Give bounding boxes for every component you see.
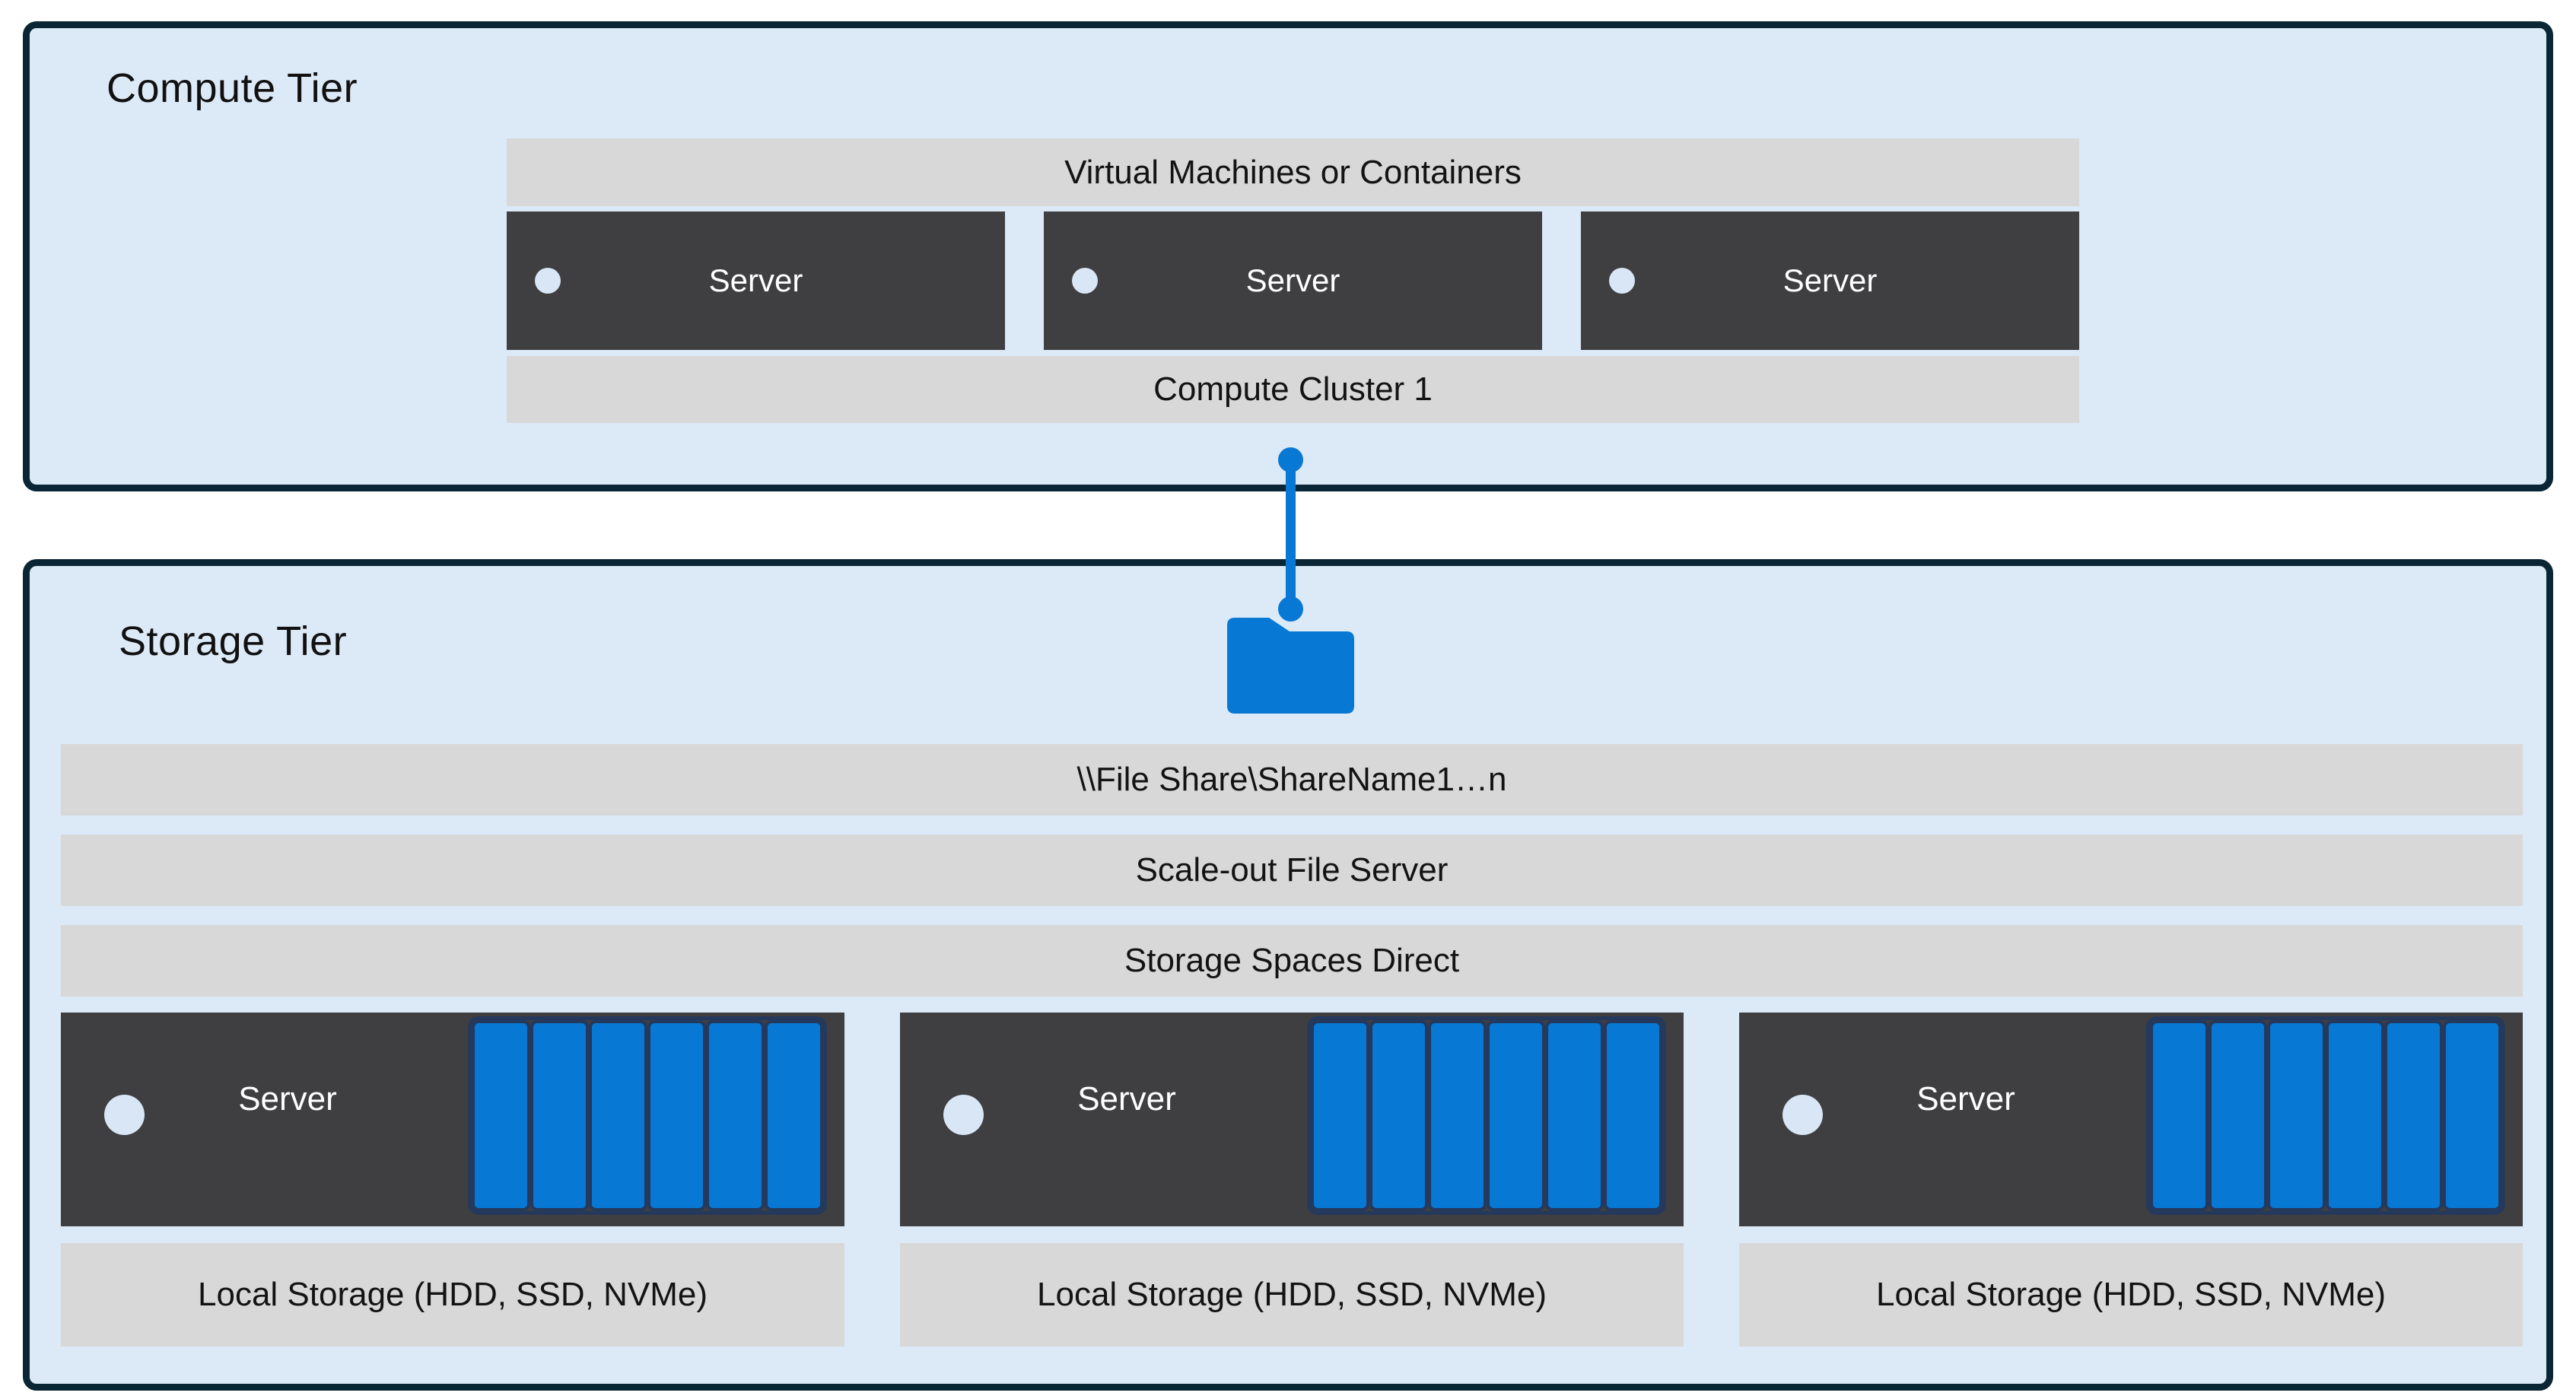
- server-label: Server: [1245, 262, 1340, 298]
- server-label: Server: [1916, 1080, 2015, 1118]
- disk-icon: [2326, 1020, 2384, 1211]
- server-label: Server: [1077, 1080, 1176, 1118]
- disk-icon: [589, 1020, 647, 1211]
- disk-icon: [1487, 1020, 1545, 1211]
- local-storage-label: Local Storage (HDD, SSD, NVMe): [1876, 1276, 2386, 1313]
- storage-tier-title: Storage Tier: [119, 618, 348, 664]
- disk-icon: [647, 1020, 706, 1211]
- local-storage-label: Local Storage (HDD, SSD, NVMe): [1037, 1276, 1547, 1313]
- power-led-icon: [943, 1095, 984, 1135]
- server-label: Server: [1783, 262, 1878, 298]
- disk-icon: [1369, 1020, 1428, 1211]
- compute-tier-box: Compute Tier Virtual Machines or Contain…: [23, 21, 2553, 491]
- folder-icon: [1227, 618, 1354, 714]
- disk-array: [1307, 1016, 1666, 1215]
- disk-icon: [1311, 1020, 1369, 1211]
- virtual-machines-bar: Virtual Machines or Containers: [507, 138, 2079, 206]
- local-storage-label: Local Storage (HDD, SSD, NVMe): [198, 1276, 708, 1313]
- local-storage-bar: Local Storage (HDD, SSD, NVMe): [61, 1243, 844, 1347]
- compute-server-row: Server Server Server: [507, 211, 2079, 350]
- connector-node-top: [1278, 447, 1303, 472]
- compute-server-1: Server: [507, 211, 1005, 350]
- compute-server-2: Server: [1044, 211, 1542, 350]
- storage-server-row: Server Local Storage (HDD, SSD, NVMe) Se…: [61, 1013, 2523, 1347]
- disk-icon: [2209, 1020, 2267, 1211]
- storage-spaces-direct-bar: Storage Spaces Direct: [61, 925, 2523, 997]
- scale-out-file-server-bar: Scale-out File Server: [61, 835, 2523, 906]
- disk-icon: [1545, 1020, 1604, 1211]
- scale-out-file-server-label: Scale-out File Server: [1135, 851, 1449, 889]
- storage-spaces-direct-label: Storage Spaces Direct: [1124, 942, 1460, 979]
- power-led-icon: [535, 268, 561, 294]
- compute-cluster-bar-label: Compute Cluster 1: [1153, 370, 1433, 408]
- server-label: Server: [708, 262, 803, 298]
- disk-icon: [2384, 1020, 2443, 1211]
- virtual-machines-bar-label: Virtual Machines or Containers: [1064, 153, 1522, 191]
- power-led-icon: [104, 1095, 145, 1135]
- connector-node-bottom: [1278, 596, 1303, 622]
- power-led-icon: [1072, 268, 1098, 294]
- storage-server-2: Server: [900, 1013, 1684, 1226]
- disk-icon: [1604, 1020, 1662, 1211]
- disk-icon: [765, 1020, 823, 1211]
- power-led-icon: [1609, 268, 1635, 294]
- storage-server-1: Server: [61, 1013, 844, 1226]
- disk-icon: [706, 1020, 765, 1211]
- compute-tier-title: Compute Tier: [107, 65, 358, 111]
- storage-column-2: Server Local Storage (HDD, SSD, NVMe): [900, 1013, 1684, 1347]
- disk-icon: [2267, 1020, 2326, 1211]
- disk-array: [468, 1016, 827, 1215]
- disk-icon: [2150, 1020, 2209, 1211]
- local-storage-bar: Local Storage (HDD, SSD, NVMe): [1739, 1243, 2523, 1347]
- file-share-bar: \\File Share\ShareName1…n: [61, 744, 2523, 816]
- connector-line: [1286, 459, 1296, 609]
- power-led-icon: [1783, 1095, 1823, 1135]
- compute-server-3: Server: [1581, 211, 2079, 350]
- disk-icon: [530, 1020, 589, 1211]
- compute-cluster-bar: Compute Cluster 1: [507, 356, 2079, 423]
- disk-icon: [2443, 1020, 2501, 1211]
- storage-column-1: Server Local Storage (HDD, SSD, NVMe): [61, 1013, 844, 1347]
- disk-icon: [1428, 1020, 1487, 1211]
- server-label: Server: [238, 1080, 337, 1118]
- local-storage-bar: Local Storage (HDD, SSD, NVMe): [900, 1243, 1684, 1347]
- disk-array: [2146, 1016, 2505, 1215]
- storage-server-3: Server: [1739, 1013, 2523, 1226]
- file-share-bar-label: \\File Share\ShareName1…n: [1077, 761, 1507, 798]
- storage-column-3: Server Local Storage (HDD, SSD, NVMe): [1739, 1013, 2523, 1347]
- disk-icon: [472, 1020, 530, 1211]
